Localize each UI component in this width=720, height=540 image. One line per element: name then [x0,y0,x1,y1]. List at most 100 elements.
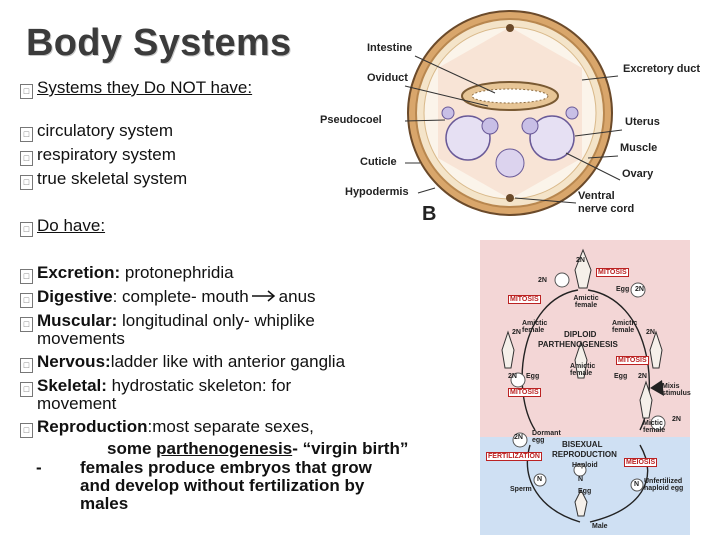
bullet-muscular: □ Muscular: longitudinal only- whiplike [20,311,315,332]
bullet-not-have-0: □ circulatory system [20,121,173,142]
bullet-text: Do have: [37,216,106,235]
cycle-amictic-4: Amictic female [570,363,596,377]
repro-line-2: some parthenogenesis- “virgin birth” [107,440,408,458]
bullet-icon: □ [20,293,33,308]
bullet-text: :most separate sexes, [147,417,314,436]
cycle-2n-a: 2N [538,277,547,284]
cross-section-diagram: Intestine Oviduct Pseudocoel Cuticle Hyp… [320,8,718,226]
cycle-mitosis-1: MITOSIS [596,268,629,277]
bullet-text: hydrostatic skeleton: for [106,376,292,395]
bullet-icon: □ [20,175,33,190]
label-uterus: Uterus [625,116,660,128]
cycle-meiosis: MEIOSIS [624,458,658,467]
cycle-2n-c: 2N [512,329,521,336]
repro-line-3: females produce embryos that grow [80,458,372,477]
slide-title: Body Systems [26,22,292,64]
bullet-term: Nervous: [37,352,111,371]
bullet-icon: □ [20,84,33,99]
label-oviduct: Oviduct [367,72,408,84]
bullet-not-have-2: □ true skeletal system [20,169,187,190]
repro-term: parthenogenesis [156,439,293,458]
cycle-diploid: DIPLOID [564,330,597,339]
bullet-text-end: anus [278,287,316,306]
cycle-haploid: Haploid [572,462,598,469]
cycle-bisexual: BISEXUAL [562,440,603,449]
cycle-mitosis-3: MITOSIS [616,356,649,365]
cycle-amictic-3: Amictic female [612,320,638,334]
bullet-icon: □ [20,317,33,332]
bullet-skeletal-cont: movement [37,394,117,413]
bullet-muscular-cont: movements [37,329,125,348]
bullet-excretion: □ Excretion: protonephridia [20,263,234,284]
bullet-reproduction: □ Reproduction:most separate sexes, [20,417,314,438]
bullet-text: circulatory system [37,121,174,140]
bullet-term: Excretion: [37,263,121,282]
cross-section-image [404,10,623,216]
cycle-egg-a: Egg [616,286,630,293]
cycle-2n-e: 2N [508,373,517,380]
cycle-amictic-2: Amictic female [522,320,548,334]
bullet-icon: □ [20,358,33,373]
bullet-digestive: □ Digestive: complete- mouth anus [20,287,316,308]
bullet-text: longitudinal only- whiplike [117,311,315,330]
label-muscle: Muscle [620,142,658,154]
cycle-mictic-female: Mictic female [643,420,666,434]
label-pseudocoel: Pseudocoel [320,114,382,126]
bullet-text: true skeletal system [37,169,188,188]
bullet-text: protonephridia [120,263,234,282]
arrow-right-icon [251,290,275,302]
bullet-term: Skeletal: [37,376,107,395]
label-excretory-duct: Excretory duct [623,63,701,75]
cycle-egg-b: Egg [526,373,540,380]
label-cuticle: Cuticle [360,156,397,168]
cycle-unfertilized-egg: Unfertilized haploid egg [644,478,684,492]
repro-line-4: and develop without fertilization by [80,476,365,495]
label-ovary: Ovary [622,168,654,180]
bullet-term: Digestive [37,287,113,306]
cycle-mitosis-2: MITOSIS [508,295,541,304]
repro-dash: - [36,458,42,477]
repro-prefix: some [107,439,157,458]
bullet-nervous: □ Nervous:ladder like with anterior gangl… [20,352,345,373]
bullet-not-have-1: □respiratory system [20,145,176,166]
cycle-n-c: N [634,481,640,488]
cycle-2n-top: 2N [576,257,585,264]
bullet-term: Muscular: [37,311,118,330]
cycle-2n-f: 2N [638,373,647,380]
bullet-skeletal: □ Skeletal: hydrostatic skeleton: for [20,376,291,397]
cycle-parthenogenesis: PARTHENOGENESIS [538,340,618,349]
cycle-2n-h: 2N [514,434,523,441]
label-b: B [422,203,437,225]
bullet-icon: □ [20,423,33,438]
bullet-icon: □ [20,151,33,166]
cycle-2n-b: 2N [635,286,644,293]
cycle-sperm: Sperm [510,486,532,493]
bullet-text: : complete- mouth [112,287,249,306]
cycle-fertilization: FERTILIZATION [486,452,542,461]
label-nerve-cord: nerve cord [578,203,635,215]
life-cycle-diagram: 2N MITOSIS 2N Egg 2N MITOSIS Amictic fem… [480,240,691,535]
cycle-2n-g: 2N [672,416,681,423]
cycle-n-b: N [578,476,584,483]
mixis-arrow [650,380,664,396]
bullet-text: ladder like with anterior ganglia [110,352,346,371]
cycle-mitosis-4: MITOSIS [508,388,541,397]
cycle-amictic-1: Amictic female [573,295,599,309]
cycle-dormant-egg: Dormant egg [532,430,561,444]
bullet-icon: □ [20,382,33,397]
cycle-2n-d: 2N [646,329,655,336]
bullet-text: Systems they Do NOT have: [37,78,253,97]
repro-line-5: males [80,494,129,513]
cycle-n-a: N [537,476,543,483]
bullet-icon: □ [20,127,33,142]
label-intestine: Intestine [367,42,413,54]
cycle-male: Male [592,523,608,530]
bullet-icon: □ [20,222,33,237]
bullet-icon: □ [20,269,33,284]
cycle-mixis-stimulus: Mixis stimulus [662,383,691,397]
cycle-egg-c: Egg [614,373,628,380]
repro-suffix: - “virgin birth” [292,439,409,458]
cycle-egg-d: Egg [578,488,592,495]
bullet-do-have-heading: □ Do have: [20,216,105,237]
bullet-term: Reproduction [37,417,148,436]
